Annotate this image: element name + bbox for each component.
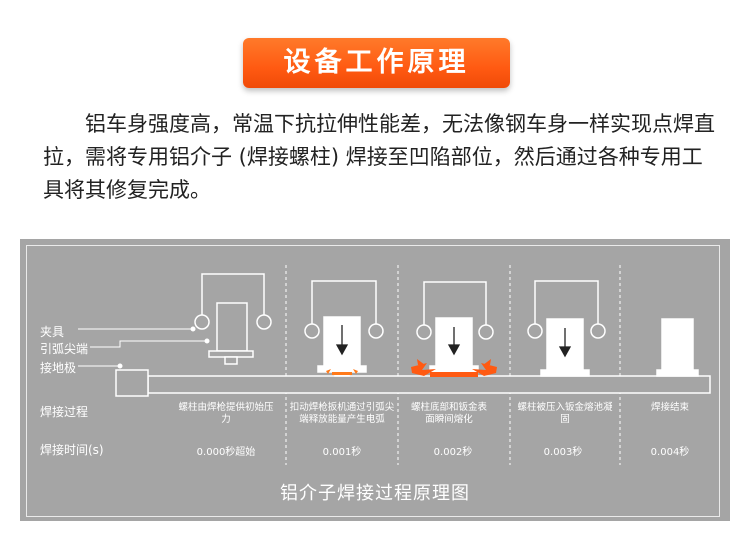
- intro-paragraph: 铝车身强度高，常温下抗拉伸性能差，无法像钢车身一样实现点焊直拉，需将专用铝介子 …: [43, 108, 723, 207]
- step2-arc: [326, 369, 358, 375]
- panel-frame: [26, 245, 720, 517]
- step3-melt-spark: [411, 359, 497, 377]
- step1-time: 0.000秒超始: [196, 447, 256, 458]
- step1-process: 螺柱由焊枪提供初始压力: [178, 402, 274, 425]
- diagram-caption: 铝介子焊接过程原理图: [280, 483, 470, 504]
- step4-figure: [527, 280, 606, 377]
- intro-text: 铝车身强度高，常温下抗拉伸性能差，无法像钢车身一样实现点焊直拉，需将专用铝介子 …: [43, 112, 715, 202]
- step4-arrow: [558, 328, 572, 358]
- step5-time: 0.004秒: [650, 447, 690, 458]
- page-title: 设备工作原理: [283, 47, 470, 78]
- welding-diagram-panel: 夹具 引弧尖端 接地极 焊接过程 焊接时间(s) 螺柱由焊枪提供初始压力 扣动焊…: [20, 239, 730, 521]
- ground-electrode-label: 接地极: [40, 361, 77, 375]
- step4-process: 螺柱被压入钣金熔池凝固: [517, 402, 613, 425]
- step4-time: 0.003秒: [543, 447, 583, 458]
- step5-process: 焊接结束: [650, 402, 689, 413]
- step3-figure: [416, 281, 494, 373]
- step5-figure: [656, 318, 699, 377]
- step2-arrow: [335, 325, 349, 356]
- process-row-label: 焊接过程: [40, 405, 89, 419]
- step3-process: 螺柱底部和钣金表面瞬间熔化: [410, 402, 487, 425]
- label-pointers: [78, 326, 210, 369]
- arc-tip-label: 引弧尖端: [40, 342, 89, 356]
- step3-time: 0.002秒: [433, 447, 473, 458]
- step2-time: 0.001秒: [322, 447, 362, 458]
- title-badge: 设备工作原理: [243, 38, 510, 88]
- clamp-label: 夹具: [40, 325, 65, 339]
- ground-electrode: [115, 369, 149, 397]
- welding-process-diagram: [78, 265, 711, 465]
- step2-process: 扣动焊枪扳机通过引弧尖端释放能量产生电弧: [289, 402, 395, 425]
- time-row-label: 焊接时间(s): [40, 443, 104, 457]
- step1-figure: [194, 273, 272, 365]
- workpiece-bar: [147, 375, 711, 394]
- step2-figure: [304, 280, 384, 377]
- step3-arrow: [447, 327, 461, 356]
